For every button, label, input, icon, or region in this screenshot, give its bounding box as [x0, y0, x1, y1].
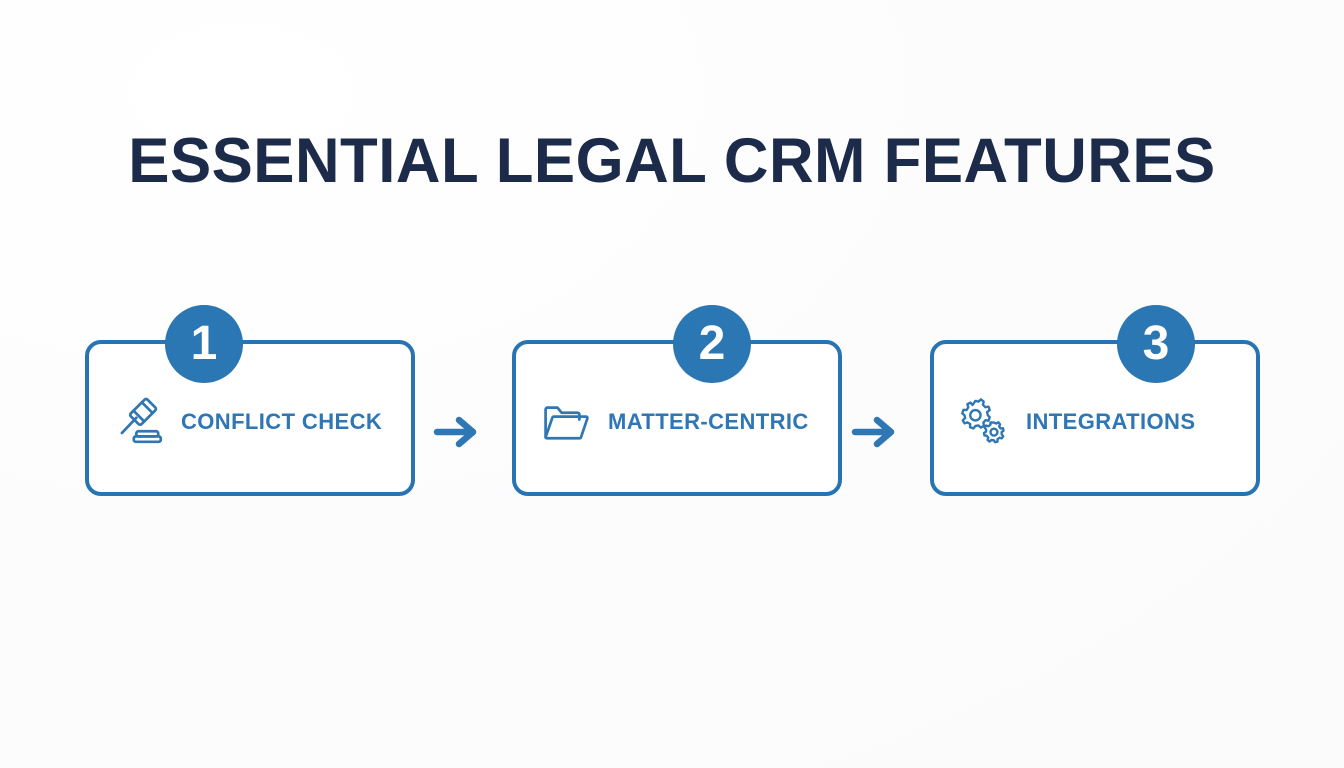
gavel-icon — [111, 395, 165, 449]
feature-card-label-2: MATTER-CENTRIC — [608, 409, 809, 434]
page-title: ESSENTIAL LEGAL CRM FEATURES — [128, 126, 1216, 196]
feature-card-label-3: INTEGRATIONS — [1026, 409, 1196, 434]
feature-card-conflict-check[interactable]: 1 CONFLICT CHECK — [85, 305, 415, 496]
arrow-right-icon-1 — [431, 412, 483, 452]
step-number-badge-2: 2 — [673, 305, 751, 383]
step-number-badge-1: 1 — [165, 305, 243, 383]
folder-open-icon — [538, 395, 592, 449]
step-number-badge-3: 3 — [1117, 305, 1195, 383]
feature-card-label-1: CONFLICT CHECK — [181, 409, 383, 434]
feature-card-integrations[interactable]: 3 INTEGRATIONS — [930, 305, 1260, 496]
feature-flow: 1 CONFLICT CHECK — [85, 305, 1261, 504]
arrow-right-icon-2 — [849, 412, 901, 452]
feature-card-matter-centric[interactable]: 2 MATTER-CENTRIC — [512, 305, 842, 496]
gears-icon — [956, 395, 1010, 449]
